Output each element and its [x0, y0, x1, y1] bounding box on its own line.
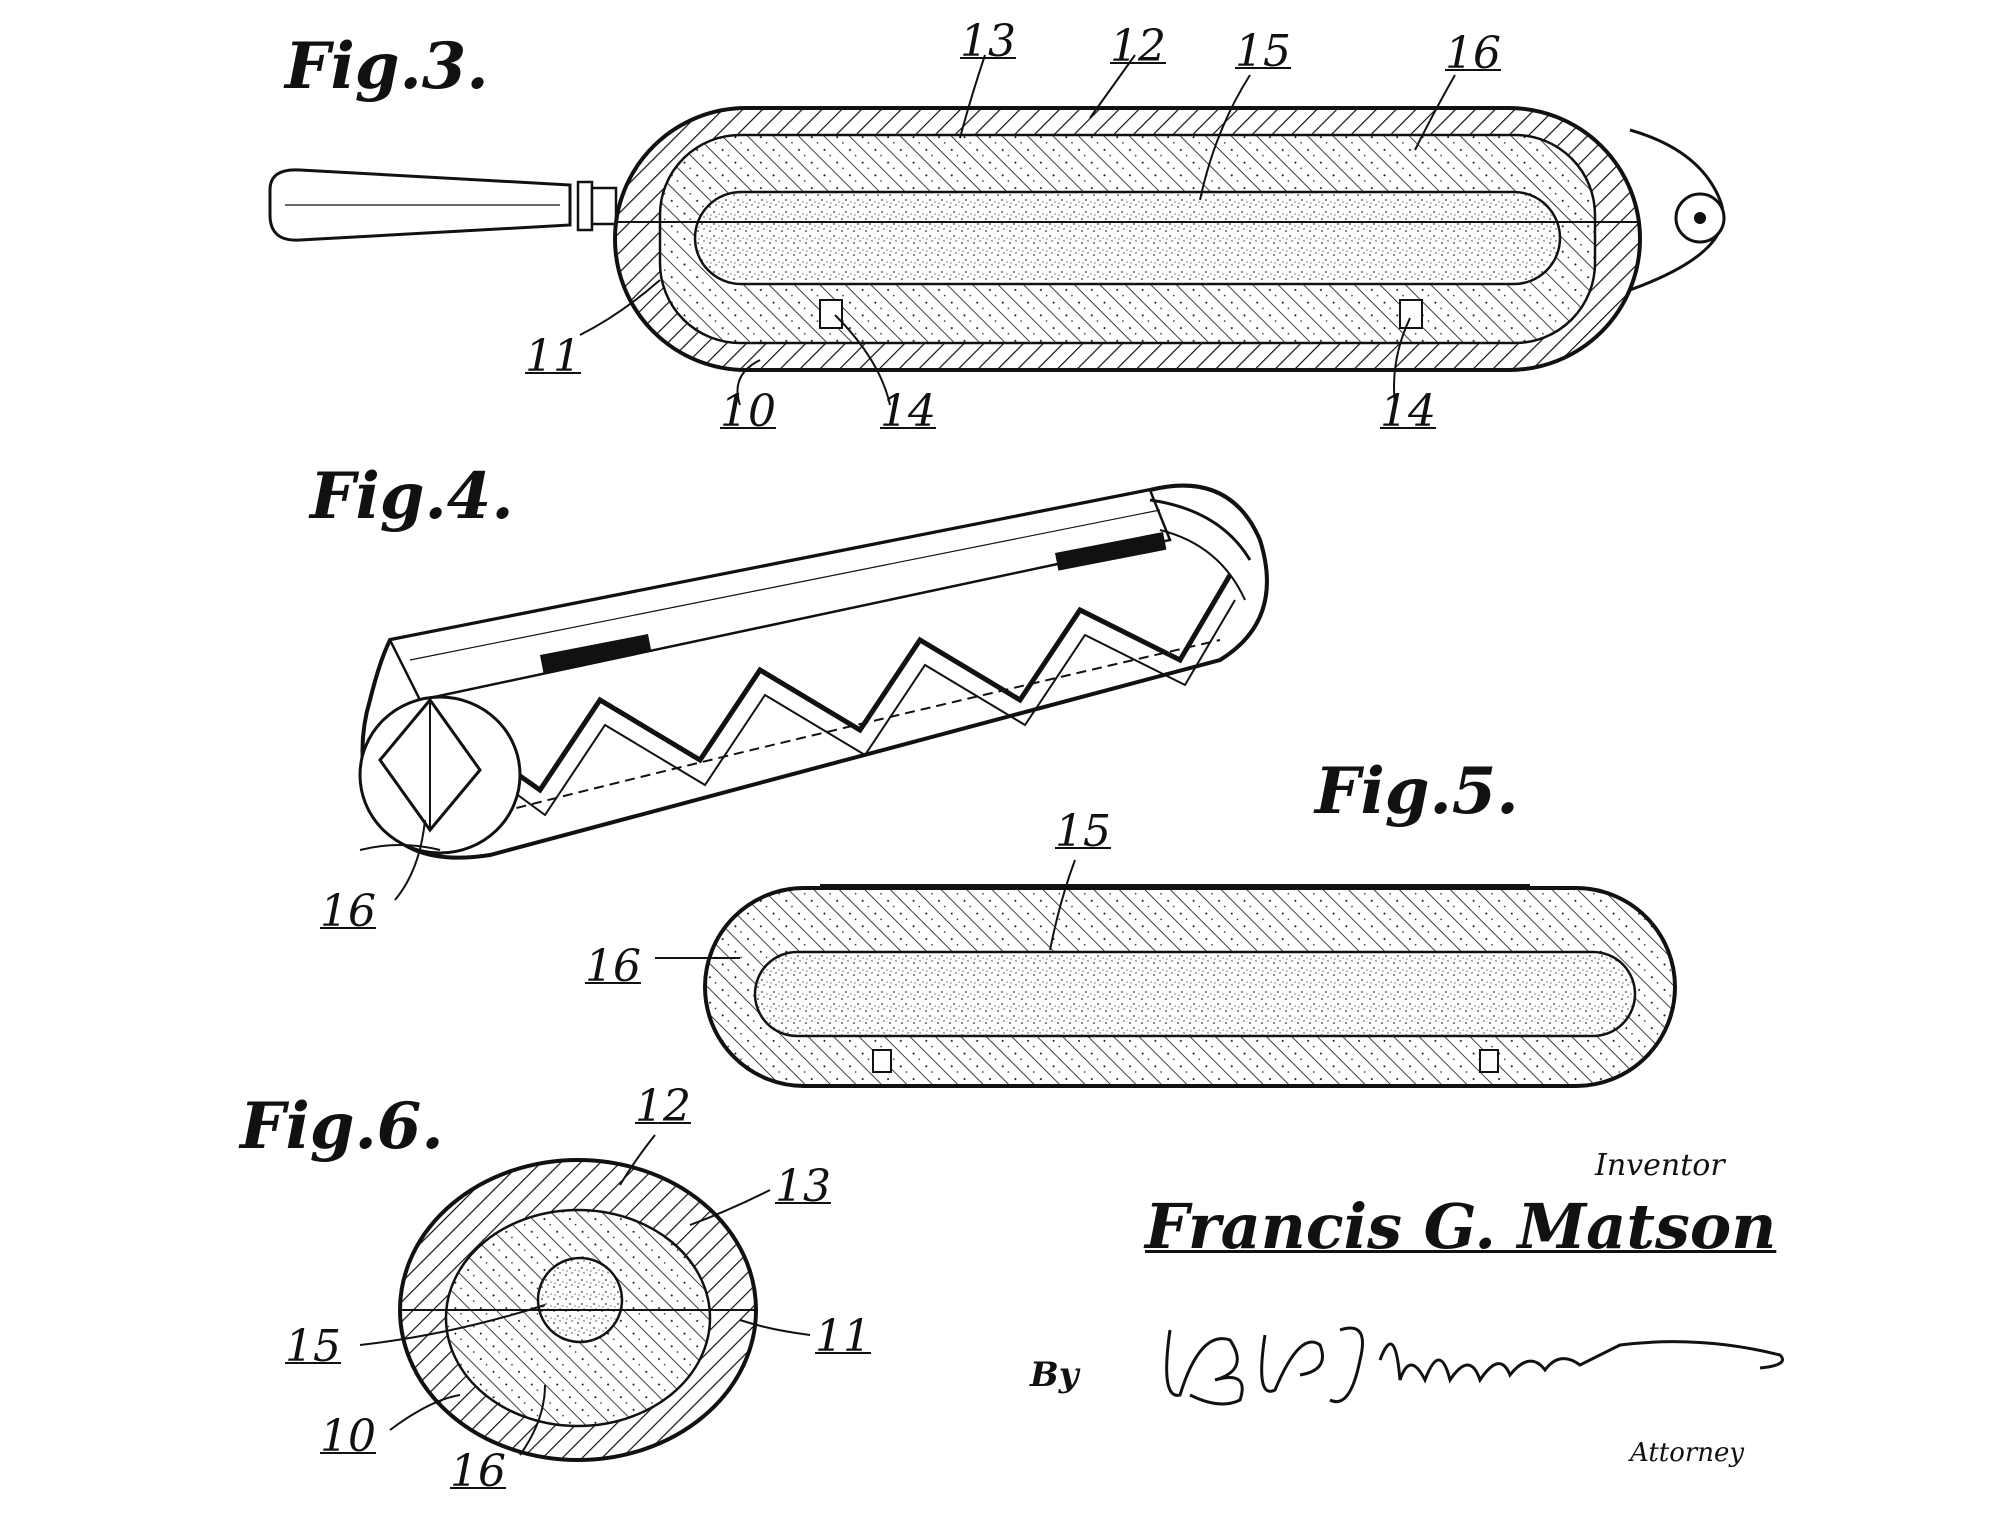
fig3-label-13: 13 [960, 16, 1016, 67]
fig6-label-13: 13 [775, 1161, 831, 1212]
fig3-label-14a: 14 [880, 386, 936, 437]
fig3-label-14b: 14 [1380, 386, 1436, 437]
inventor-name: Francis G. Matson [1145, 1190, 1777, 1263]
fig3-title: Fig.3. [285, 29, 489, 104]
fig3-label-12: 12 [1110, 21, 1166, 72]
fig6-label-12: 12 [635, 1081, 691, 1132]
fig5-label-15: 15 [1055, 806, 1111, 857]
fig3-label-11: 11 [525, 331, 581, 382]
fig6-label-16: 16 [450, 1446, 506, 1497]
attorney-signature-scribble [1165, 1326, 1784, 1406]
fig6-drawing [359, 1134, 811, 1462]
fig6-label-15: 15 [285, 1321, 341, 1372]
fig6-title: Fig.6. [240, 1089, 444, 1164]
fig4-drawing [358, 483, 1269, 901]
fig4-title: Fig.4. [310, 459, 514, 534]
fig3-label-16: 16 [1445, 28, 1501, 79]
fig4-label-16: 16 [320, 886, 376, 937]
fig3-label-15: 15 [1235, 26, 1291, 77]
fig5-drawing [655, 859, 1677, 1088]
fig6-label-10: 10 [320, 1411, 376, 1462]
attorney-caption: Attorney [1630, 1438, 1745, 1468]
fig6-label-11: 11 [815, 1311, 871, 1362]
by-caption: By [1030, 1355, 1079, 1395]
fig3-label-10: 10 [720, 386, 776, 437]
fig3-drawing [268, 54, 1726, 406]
fig5-label-16: 16 [585, 941, 641, 992]
fig5-title: Fig.5. [1315, 754, 1519, 829]
inventor-caption: Inventor [1595, 1148, 1725, 1183]
